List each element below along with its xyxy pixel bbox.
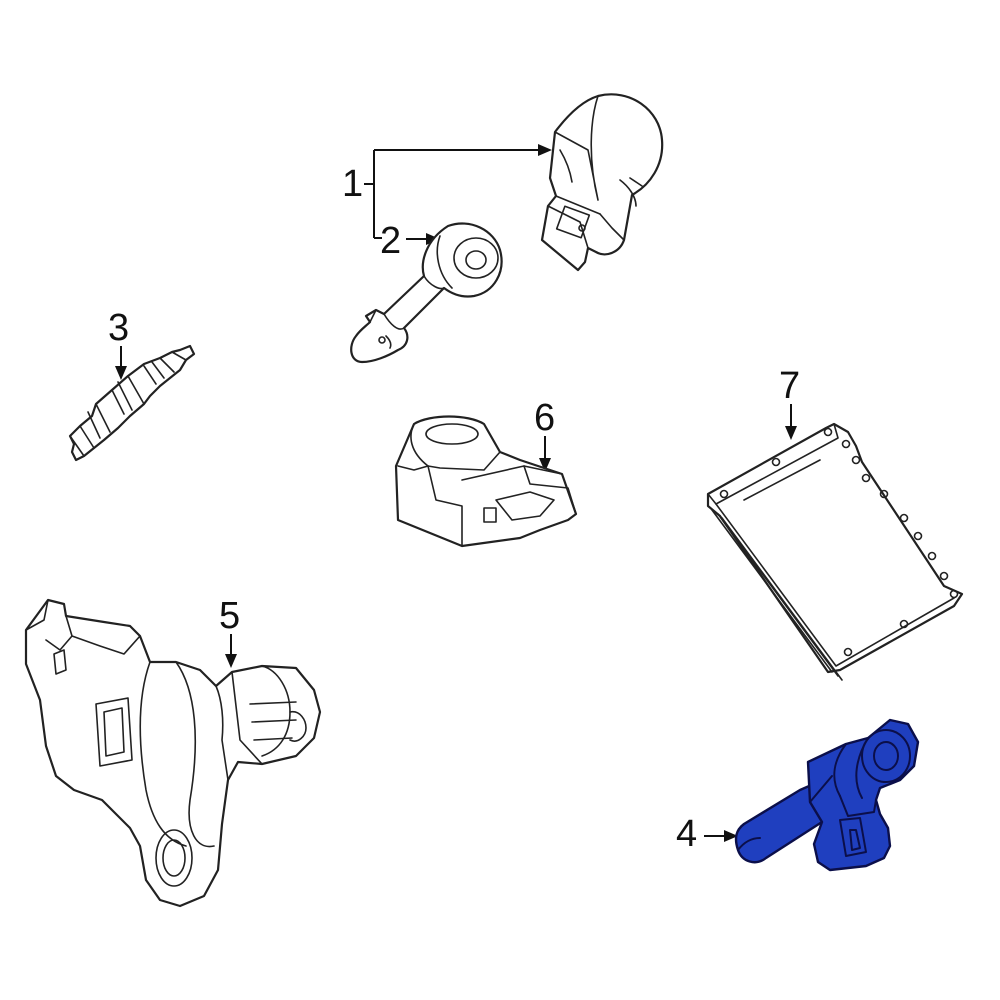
knock-sensor-part-6[interactable] — [394, 415, 578, 548]
callout-5: 5 — [219, 595, 240, 637]
callout-2: 2 — [380, 220, 401, 262]
leader-1 — [364, 144, 552, 239]
leader-7 — [785, 404, 797, 440]
crankshaft-sensor-part-4[interactable] — [734, 718, 920, 872]
ignition-coil-part-1[interactable] — [540, 93, 664, 272]
camshaft-sensor-part-5[interactable] — [24, 598, 322, 908]
callout-4: 4 — [676, 813, 697, 855]
leader-5 — [225, 634, 237, 668]
coil-boot-part-2[interactable] — [350, 222, 503, 364]
callout-7: 7 — [779, 365, 800, 407]
spark-plug-part-3[interactable] — [68, 344, 196, 462]
leader-4 — [704, 830, 738, 842]
leader-3 — [115, 346, 127, 380]
callout-3: 3 — [108, 307, 129, 349]
engine-control-module-part-7[interactable] — [706, 422, 964, 681]
callout-6: 6 — [534, 397, 555, 439]
callout-1: 1 — [342, 163, 363, 205]
leader-6 — [539, 436, 551, 472]
